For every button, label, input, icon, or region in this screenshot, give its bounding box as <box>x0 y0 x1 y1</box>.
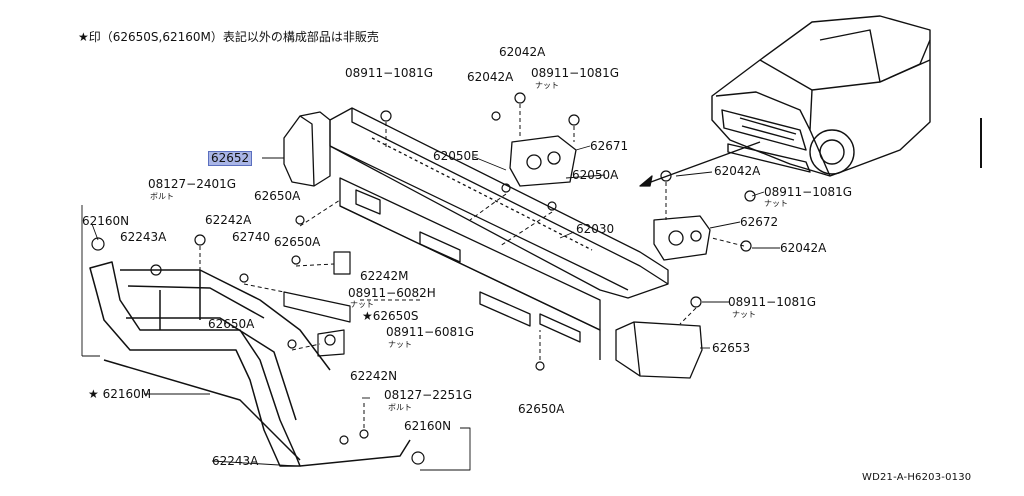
label-62650A-d[interactable]: 62650A <box>518 402 565 416</box>
grille-guard-62160M <box>89 261 411 467</box>
label-62650A-a[interactable]: 62650A <box>254 189 301 203</box>
label-08911-1081G-c[interactable]: 08911−1081G <box>764 185 853 199</box>
bumper-reinforcement <box>339 177 601 360</box>
sublabel-bolt: ボルト <box>150 192 174 201</box>
sublabel-bolt: ボルト <box>388 403 412 412</box>
label-62650A-c[interactable]: 62650A <box>208 317 255 331</box>
label-62242N[interactable]: 62242N <box>350 369 398 383</box>
sublabel-nut: ナット <box>350 300 374 309</box>
label-08911-1081G-a[interactable]: 08911−1081G <box>345 66 434 80</box>
label-62650S[interactable]: ★62650S <box>362 309 419 323</box>
label-62242M[interactable]: 62242M <box>360 269 409 283</box>
fasteners <box>91 92 756 465</box>
label-62160M[interactable]: ★ 62160M <box>88 387 152 401</box>
label-62672[interactable]: 62672 <box>740 215 779 229</box>
label-62243A-b[interactable]: 62243A <box>212 454 259 468</box>
header-note: ★印（62650S,62160M）表記以外の構成部品は非販売 <box>78 30 379 44</box>
label-08911-1081G-d[interactable]: 08911−1081G <box>728 295 817 309</box>
bracket-62671 <box>509 135 577 187</box>
label-62652[interactable]: 62652 <box>208 151 253 166</box>
label-62242A[interactable]: 62242A <box>205 213 252 227</box>
label-62042A-r1[interactable]: 62042A <box>714 164 761 178</box>
diagram-id: WD21-A-H6203-0130 <box>862 472 972 483</box>
sublabel-nut: ナット <box>535 81 559 90</box>
direction-arrow <box>639 141 761 187</box>
label-08911-6082H[interactable]: 08911−6082H <box>348 286 436 300</box>
label-08127-2251G[interactable]: 08127−2251G <box>384 388 473 402</box>
front-bumper-62030 <box>329 107 669 299</box>
label-62050E[interactable]: 62050E <box>433 149 479 163</box>
sublabel-nut: ナット <box>732 310 756 319</box>
left-corner-62652 <box>283 111 331 187</box>
bracket-62672 <box>653 215 711 261</box>
right-corner-62653 <box>615 321 703 379</box>
label-62160N-b[interactable]: 62160N <box>404 419 452 433</box>
label-62671[interactable]: 62671 <box>590 139 629 153</box>
label-08127-2401G[interactable]: 08127−2401G <box>148 177 237 191</box>
label-62740[interactable]: 62740 <box>232 230 271 244</box>
label-62050A-a[interactable]: 62050A <box>572 168 619 182</box>
label-62042A-left[interactable]: 62042A <box>467 70 514 84</box>
label-62653[interactable]: 62653 <box>712 341 751 355</box>
label-62650A-b[interactable]: 62650A <box>274 235 321 249</box>
label-08911-6081G[interactable]: 08911−6081G <box>386 325 475 339</box>
label-62243A-a[interactable]: 62243A <box>120 230 167 244</box>
label-08911-1081G-b[interactable]: 08911−1081G <box>531 66 620 80</box>
sublabel-nut: ナット <box>388 340 412 349</box>
sublabel-nut: ナット <box>764 199 788 208</box>
label-62042A-top[interactable]: 62042A <box>499 45 546 59</box>
edge-marker <box>980 118 982 168</box>
truck-illustration <box>711 15 931 177</box>
label-62160N-a[interactable]: 62160N <box>82 214 130 228</box>
label-62042A-r2[interactable]: 62042A <box>780 241 827 255</box>
label-62030[interactable]: 62030 <box>576 222 615 236</box>
